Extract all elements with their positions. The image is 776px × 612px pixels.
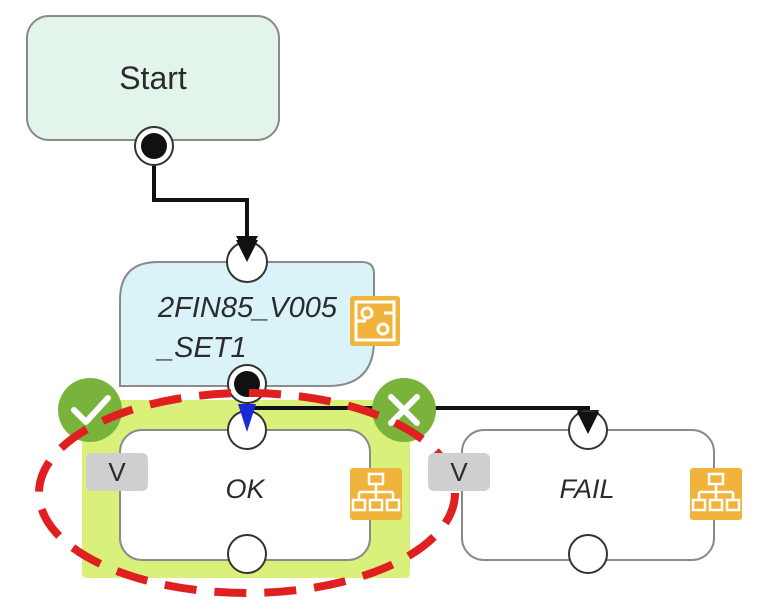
check-icon[interactable]: [58, 378, 122, 442]
process-node-label-line2: _SET1: [158, 332, 247, 364]
fail-version-badge[interactable]: V: [428, 453, 490, 491]
fail-node-label: FAIL: [559, 474, 615, 504]
ok-output-port[interactable]: [227, 534, 267, 574]
ok-version-badge[interactable]: V: [86, 453, 148, 491]
fail-input-arrow: [577, 412, 599, 434]
process-node-label-line1: 2FIN85_V005: [158, 292, 337, 324]
highlight-ellipse: [35, 389, 459, 597]
connector-start-to-step: [152, 146, 249, 242]
step-input-arrow: [236, 240, 258, 262]
fail-hierarchy-icon[interactable]: [690, 468, 742, 520]
ok-node-label: OK: [225, 474, 265, 504]
process-settings-icon[interactable]: [350, 296, 400, 346]
start-output-port-inner: [141, 133, 167, 159]
fail-output-port[interactable]: [568, 534, 608, 574]
hierarchy-icon[interactable]: [350, 468, 402, 520]
close-icon[interactable]: [372, 378, 436, 442]
process-node[interactable]: [119, 261, 375, 387]
ok-input-arrow: [238, 404, 256, 432]
process-node-label: 2FIN85_V005 _SET1: [158, 288, 337, 368]
start-node-label: Start: [119, 59, 187, 96]
